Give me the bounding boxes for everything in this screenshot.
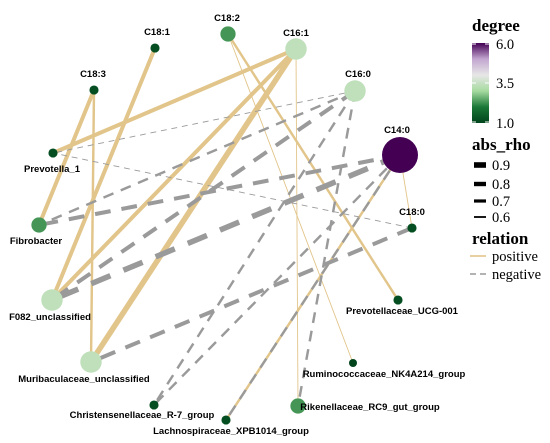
abs-rho-label-0: 0.9 xyxy=(492,158,510,174)
node-c18-3 xyxy=(89,85,99,95)
node-f082-unclassified xyxy=(41,289,63,311)
node-label: C16:1 xyxy=(283,28,310,39)
legend-abs-rho-title: abs_rho xyxy=(472,135,531,154)
node-label: Prevotellaceae_UCG-001 xyxy=(346,306,459,317)
edge-negative xyxy=(52,90,356,154)
node-label: Christensenellaceae_R-7_group xyxy=(70,410,215,421)
node-label: Ruminococcaceae_NK4A214_group xyxy=(303,369,466,380)
edges-layer xyxy=(37,33,413,421)
degree-colorbar xyxy=(472,43,489,123)
edge-negative xyxy=(152,90,357,406)
node-label: F082_unclassified xyxy=(9,312,91,323)
edge-negative xyxy=(38,89,356,227)
node-fibrobacter xyxy=(31,217,47,233)
relation-label-positive: positive xyxy=(492,249,538,265)
abs-rho-label-1: 0.8 xyxy=(492,177,510,193)
node-christensenellaceae-r-7-group xyxy=(149,400,159,410)
edge-positive xyxy=(50,47,157,301)
edge-negative xyxy=(38,153,401,227)
node-label: C18:2 xyxy=(214,13,240,24)
node-label: Rikenellaceae_RC9_gut_group xyxy=(300,402,440,413)
edge-negative xyxy=(224,154,402,421)
edge-positive xyxy=(50,47,298,302)
node-label: C14:0 xyxy=(384,125,410,136)
abs-rho-label-2: 0.7 xyxy=(492,194,510,210)
edge-negative xyxy=(296,90,357,407)
degree-tick-mid: 3.5 xyxy=(496,76,514,92)
legend: degree 6.0 3.5 1.0 abs_rho 0.9 0.8 0.7 0… xyxy=(470,16,541,283)
node-c18-0 xyxy=(407,223,417,233)
edge-negative xyxy=(50,89,357,302)
node-label: C18:0 xyxy=(399,207,425,218)
edge-negative xyxy=(90,226,413,364)
node-label: C18:3 xyxy=(80,69,106,80)
node-c18-2 xyxy=(220,26,236,42)
edge-positive xyxy=(89,89,96,363)
relation-label-negative: negative xyxy=(492,267,541,283)
node-lachnospiraceae-xpb1014-group xyxy=(221,415,231,425)
node-label: Fibrobacter xyxy=(10,236,63,247)
node-label: Muribaculaceae_unclassified xyxy=(18,374,150,385)
node-c16-1 xyxy=(285,38,307,60)
edge-negative xyxy=(153,154,401,406)
node-c14-0 xyxy=(382,137,418,173)
abs-rho-label-3: 0.6 xyxy=(492,210,510,226)
legend-relation-title: relation xyxy=(472,229,529,248)
edge-positive xyxy=(88,47,299,364)
node-label: Prevotella_1 xyxy=(24,164,81,175)
node-c18-1 xyxy=(150,43,160,53)
nodes-layer xyxy=(31,26,418,425)
degree-tick-low: 1.0 xyxy=(496,116,514,132)
legend-degree-title: degree xyxy=(472,16,520,35)
edge-positive xyxy=(52,47,297,155)
edge-negative xyxy=(50,152,402,303)
node-rikenellaceae-rc9-gut-group xyxy=(290,398,306,414)
edge-positive xyxy=(37,89,96,226)
node-label: C16:0 xyxy=(345,69,371,80)
node-prevotellaceae-ucg-001 xyxy=(393,295,403,305)
edge-negative xyxy=(52,152,413,229)
node-prevotella-1 xyxy=(48,148,58,158)
node-ruminococcaceae-nk4a214-group xyxy=(349,359,357,367)
node-label: Lachnospiraceae_XPB1014_group xyxy=(153,426,309,437)
node-label: C18:1 xyxy=(144,27,171,38)
node-muribaculaceae-unclassified xyxy=(80,351,102,373)
degree-tick-high: 6.0 xyxy=(496,37,514,53)
node-c16-0 xyxy=(344,80,366,102)
edge-positive xyxy=(295,48,299,407)
edge-positive xyxy=(226,33,400,301)
